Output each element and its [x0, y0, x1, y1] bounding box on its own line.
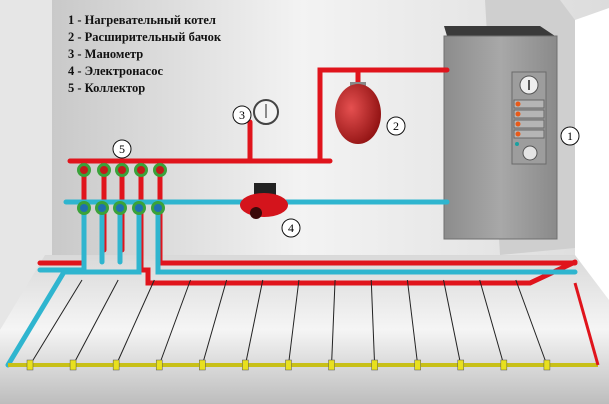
- floor-loop-pipe: [158, 279, 191, 366]
- floor-fitting: [69, 359, 77, 371]
- boiler: [443, 26, 558, 240]
- floor-supply-edge: [573, 282, 600, 366]
- marker-tank-label: 2: [393, 119, 399, 133]
- legend-item: 5 - Коллектор: [68, 81, 146, 95]
- floor-fittings: [26, 359, 551, 371]
- floor-loop-pipe: [29, 279, 83, 366]
- floor-loop-pipe: [115, 279, 155, 366]
- floor-fitting: [199, 359, 206, 371]
- floor-fitting: [112, 359, 120, 371]
- floor-loop-pipe: [406, 279, 419, 366]
- floor-loop-pipe: [244, 279, 264, 366]
- return-pipes: [5, 199, 578, 368]
- floor-fitting: [543, 359, 551, 371]
- floor-fitting: [500, 359, 508, 371]
- legend-item: 2 - Расширительный бачок: [68, 30, 222, 44]
- floor-loop-pipe: [370, 279, 376, 366]
- floor-loop-pipe: [331, 279, 336, 366]
- marker-pump-label: 4: [288, 221, 294, 235]
- floor-fitting: [285, 359, 292, 371]
- legend-item: 3 - Манометр: [68, 47, 144, 61]
- marker-boiler: 1: [560, 126, 580, 146]
- floor-fitting: [414, 359, 421, 371]
- left-wall: [0, 0, 52, 330]
- floor-loops: [29, 279, 548, 366]
- floor-fitting: [26, 359, 34, 371]
- marker-pump: 4: [281, 218, 301, 238]
- floor-fitting: [155, 359, 163, 371]
- marker-collector-label: 5: [119, 142, 125, 156]
- floor-loop-pipe: [515, 279, 548, 366]
- marker-gauge: 3: [232, 105, 252, 125]
- legend: 1 - Нагревательный котел 2 - Расширитель…: [68, 12, 221, 97]
- marker-collector: 5: [112, 139, 132, 159]
- floor-loop-pipe: [287, 279, 300, 366]
- marker-boiler-label: 1: [567, 129, 573, 143]
- collector-valves: [77, 163, 167, 215]
- floor-loop-pipe: [443, 279, 462, 366]
- floor-fitting: [328, 359, 335, 371]
- manometer: [253, 99, 279, 125]
- expansion-tank: [335, 82, 381, 144]
- marker-gauge-label: 3: [239, 108, 245, 122]
- marker-tank: 2: [386, 116, 406, 136]
- legend-item: 1 - Нагревательный котел: [68, 13, 216, 27]
- floor-fitting: [371, 359, 378, 371]
- floor-loop-pipe: [72, 279, 119, 366]
- floor-loop-pipe: [201, 279, 228, 366]
- floor-loop-pipe: [479, 279, 505, 366]
- boiler-switches: [513, 99, 545, 139]
- legend-item: 4 - Электронасос: [68, 64, 164, 78]
- floor-fitting: [242, 359, 249, 371]
- floor-fitting: [457, 359, 465, 371]
- pump: [240, 183, 288, 219]
